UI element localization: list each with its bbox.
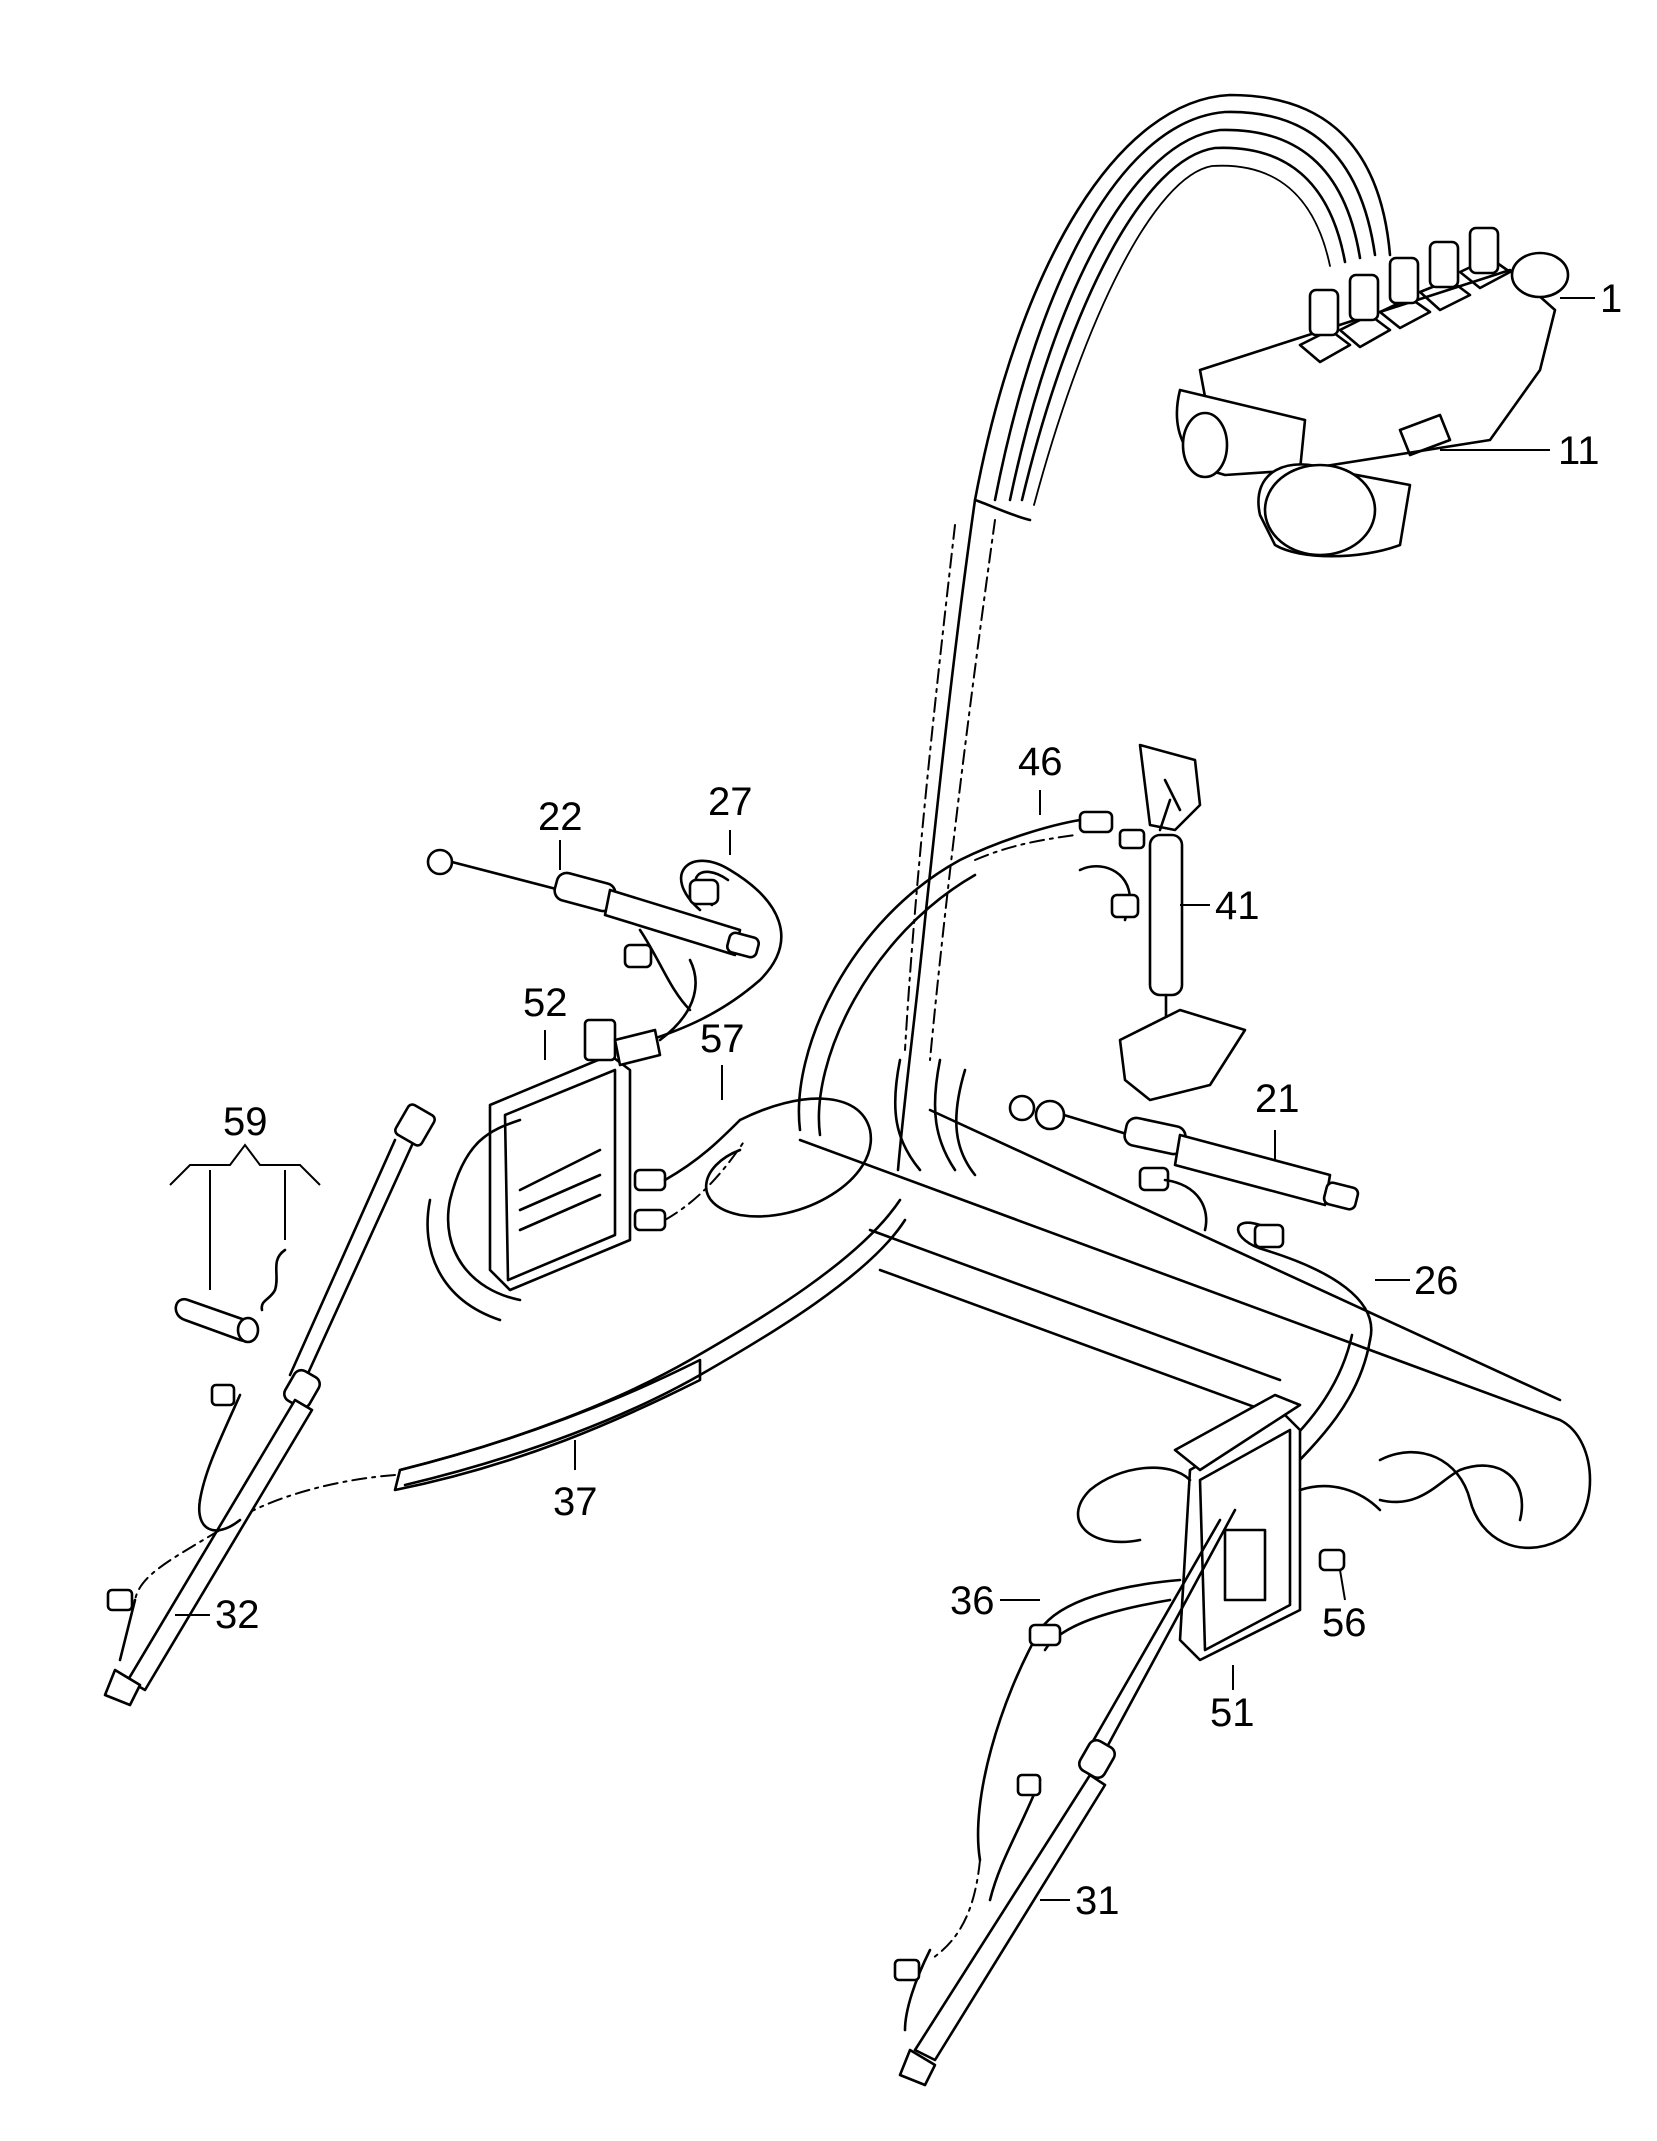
hose-46-57 bbox=[663, 810, 1140, 1221]
parts-59 bbox=[169, 1143, 321, 1344]
label-32: 32 bbox=[215, 1593, 260, 1637]
part-labels: 1 11 21 22 26 27 31 32 36 37 41 46 51 52… bbox=[215, 277, 1622, 1923]
control-unit-51 bbox=[1076, 1393, 1382, 1662]
strut-41 bbox=[1118, 743, 1247, 1102]
label-22: 22 bbox=[538, 795, 583, 839]
callout-lines bbox=[175, 297, 1595, 1901]
label-36: 36 bbox=[950, 1579, 995, 1623]
cylinder-32 bbox=[103, 1103, 436, 1707]
label-21: 21 bbox=[1255, 1077, 1300, 1121]
hose-bundle bbox=[896, 93, 1392, 1172]
label-56: 56 bbox=[1322, 1601, 1367, 1645]
label-46: 46 bbox=[1018, 740, 1063, 784]
cylinder-22 bbox=[426, 848, 761, 1012]
label-52: 52 bbox=[523, 981, 568, 1025]
label-11: 11 bbox=[1558, 429, 1600, 473]
hose-27 bbox=[648, 859, 783, 1042]
label-59: 59 bbox=[223, 1100, 268, 1144]
label-37: 37 bbox=[553, 1480, 598, 1524]
floor-frame bbox=[798, 1058, 1592, 1550]
label-26: 26 bbox=[1414, 1259, 1459, 1303]
cylinder-31 bbox=[893, 1508, 1237, 2087]
cylinder-21 bbox=[1008, 1094, 1373, 1342]
label-1: 1 bbox=[1600, 277, 1622, 321]
hose-runs bbox=[219, 1118, 1372, 1531]
label-51: 51 bbox=[1210, 1691, 1255, 1735]
hydraulic-pump bbox=[1175, 226, 1570, 558]
control-unit-52 bbox=[488, 958, 697, 1292]
label-57: 57 bbox=[700, 1017, 745, 1061]
label-31: 31 bbox=[1075, 1879, 1120, 1923]
hose-36 bbox=[929, 1464, 1524, 1961]
label-41: 41 bbox=[1215, 884, 1260, 928]
label-27: 27 bbox=[708, 780, 753, 824]
